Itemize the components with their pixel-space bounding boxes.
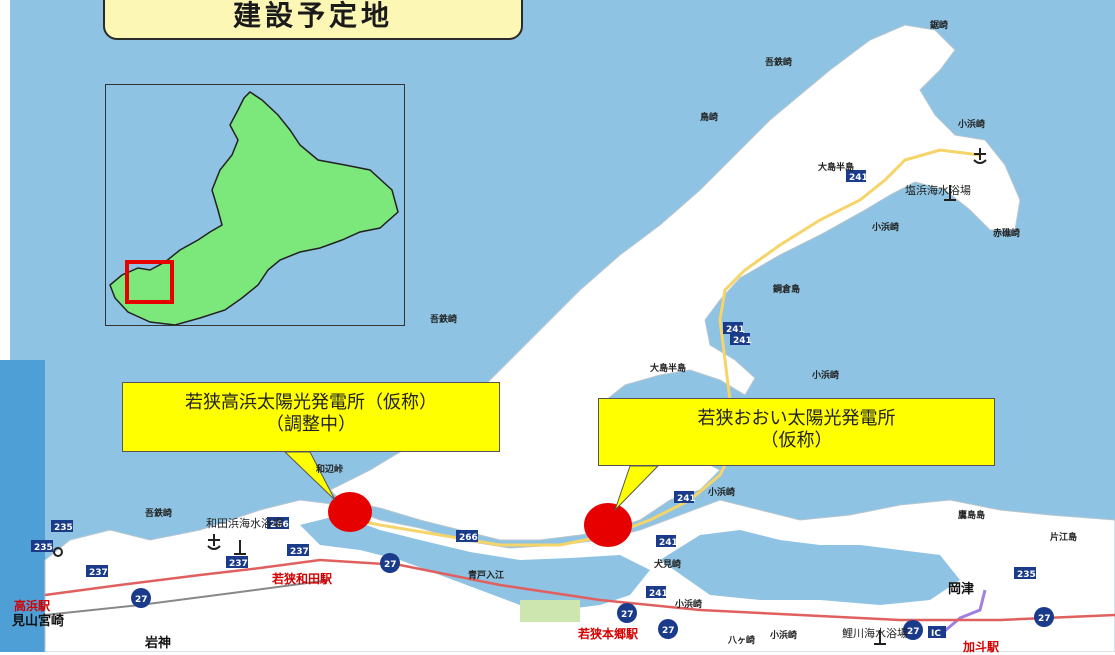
expressway-27: 27 [662,626,675,636]
place-label: 八ヶ崎 [728,636,756,646]
site-marker-takahama[interactable] [328,492,372,532]
place-label: 小浜崎 [708,488,736,498]
purple-road [939,589,987,637]
callout-ohi-name: 若狭おおい太陽光発電所 [697,408,896,429]
place-label: 鳥崎 [700,113,719,123]
place-label: 塩浜海水浴場 [905,184,971,197]
station-label: 若狭本郷駅 [578,627,639,641]
callout-takahama-name: 若狭高浜太陽光発電所（仮称） [185,392,437,413]
place-label: 大島半島 [650,364,687,374]
callout-pointer-takahama [283,451,336,501]
place-label: 大島半島 [818,163,855,173]
anchor-icon [973,148,987,164]
station-label: 若狭和田駅 [272,572,333,586]
callout-ohi: 若狭おおい太陽光発電所 （仮称） [598,398,995,466]
shield-241: 241 [733,336,752,346]
shield-241: 241 [677,494,696,504]
shield-237: 237 [229,559,248,569]
inset-frame [105,84,405,326]
shield-237: 237 [89,568,108,578]
expressway-27: 27 [907,627,920,637]
place-label: 吾鉄崎 [430,315,458,325]
station-icon [53,547,63,557]
shield-266: 266 [270,520,289,530]
place-label: 鋸崎 [930,21,949,31]
map-symbols [53,148,987,645]
place-label: 岡津 [948,582,975,597]
place-label: 鯉川海水浴場 [842,627,908,640]
green-parcel [520,600,580,622]
anchor-icon [207,534,221,550]
place-label: 小浜崎 [770,631,798,641]
place-label: 鷹島島 [958,511,986,521]
expressway-shields: 27 27 27 27 27 27 IC [131,553,1054,640]
beach-icon [234,540,246,555]
place-label: 小浜崎 [872,223,900,233]
bay-water [300,515,650,610]
station-label: 加斗駅 [963,640,1000,654]
place-label: 和田浜海水浴場 [206,517,283,530]
peninsula-land [329,24,1021,541]
page-title: 建設予定地 [232,0,393,32]
callout-takahama: 若狭高浜太陽光発電所（仮称） （調整中） [122,382,500,452]
place-label: 青戸入江 [468,571,505,581]
left-strip [0,360,45,652]
callout-pointer-ohi [614,465,660,511]
shield-235: 235 [34,543,53,553]
inset-location-frame [125,260,174,304]
place-label: 小浜崎 [812,371,840,381]
place-label: 和辺峠 [316,465,344,475]
road-shields: 241 241 241 241 241 241 266 266 237 237 … [31,170,1036,599]
expressway-27: 27 [1038,614,1051,624]
beach-icon [874,630,886,645]
peninsula-road [718,148,981,446]
place-label: 片江島 [1050,533,1078,543]
expressway-27: 27 [135,595,148,605]
place-label: 吾鉄崎 [765,58,793,68]
shield-235: 235 [1017,570,1036,580]
shield-237: 237 [290,547,309,557]
site-marker-ohi[interactable] [584,503,632,547]
callout-takahama-status: （調整中） [266,414,356,435]
place-label: 犬見崎 [654,560,682,570]
shield-241: 241 [849,173,868,183]
title-banner: 建設予定地 [103,0,523,40]
place-label: 小浜崎 [958,120,986,130]
place-label: 吾鉄崎 [145,509,173,519]
expressway-27: 27 [384,560,397,570]
callout-ohi-note: （仮称） [760,430,833,451]
place-label: 小浜崎 [675,600,703,610]
place-label: 岩神 [145,636,172,651]
shield-241: 241 [649,589,668,599]
shield-266: 266 [459,533,478,543]
coast-road [329,444,737,547]
place-label: 見山宮崎 [12,614,65,629]
place-label: 赤礁崎 [993,229,1021,239]
ic-badge: IC [931,629,941,639]
shield-241: 241 [726,325,745,335]
place-label: 鋼倉島 [773,285,801,295]
railway-2 [44,579,331,616]
shield-235: 235 [54,523,73,533]
bay-water-east [660,530,960,605]
railway [44,558,1115,622]
station-label: 高浜駅 [14,599,51,613]
shield-241: 241 [659,538,678,548]
expressway-27: 27 [621,610,634,620]
beach-icon [944,185,956,201]
